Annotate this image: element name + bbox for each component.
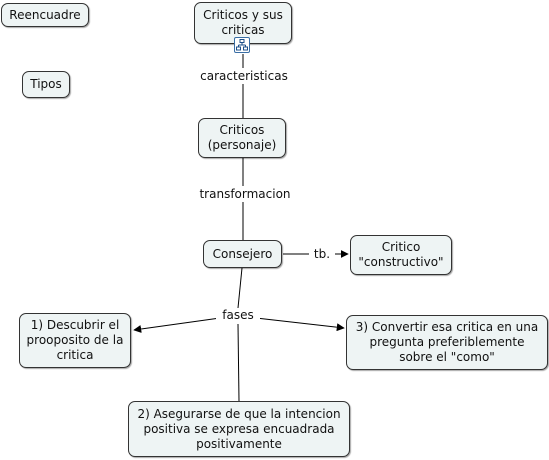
node-consejero[interactable]: Consejero [203,240,282,268]
node-critico-constructivo[interactable]: Critico "constructivo" [350,235,452,275]
node-reencuadre[interactable]: Reencuadre [1,3,89,27]
arrow-fases-to-paso1 [133,317,221,333]
arrow-fases-to-paso3 [255,317,345,332]
link-label-fases: fases [216,308,260,323]
node-paso-3[interactable]: 3) Convertir esa critica en una pregunta… [346,315,548,370]
node-paso-1-label: 1) Descubrir el prooposito de la critica [26,318,124,362]
line-consejero-to-fases [237,267,243,309]
node-paso-3-label: 3) Convertir esa critica en una pregunta… [355,320,539,364]
node-paso-2-label: 2) Asegurarse de que la intencion positi… [137,406,341,451]
concept-map-icon[interactable] [234,37,250,53]
node-paso-2[interactable]: 2) Asegurarse de que la intencion positi… [128,401,350,457]
node-consejero-label: Consejero [212,246,273,261]
node-criticos-personaje[interactable]: Criticos (personaje) [198,118,286,158]
link-label-caracteristicas: caracteristicas [197,69,291,84]
hierarchy-icon [236,39,248,51]
link-label-transformacion: transformacion [194,187,296,202]
node-critico-constructivo-label: Critico "constructivo" [358,240,444,269]
node-tipos-label: Tipos [30,77,62,91]
node-criticos-y-sus-criticas-label: Criticos y sus criticas [203,8,283,37]
node-paso-1[interactable]: 1) Descubrir el prooposito de la critica [19,313,131,368]
link-label-tb: tb. [309,247,335,262]
line-fases-to-paso2 [237,323,240,402]
node-tipos[interactable]: Tipos [22,71,70,98]
node-reencuadre-label: Reencuadre [9,7,81,22]
node-criticos-personaje-label: Criticos (personaje) [207,123,277,152]
